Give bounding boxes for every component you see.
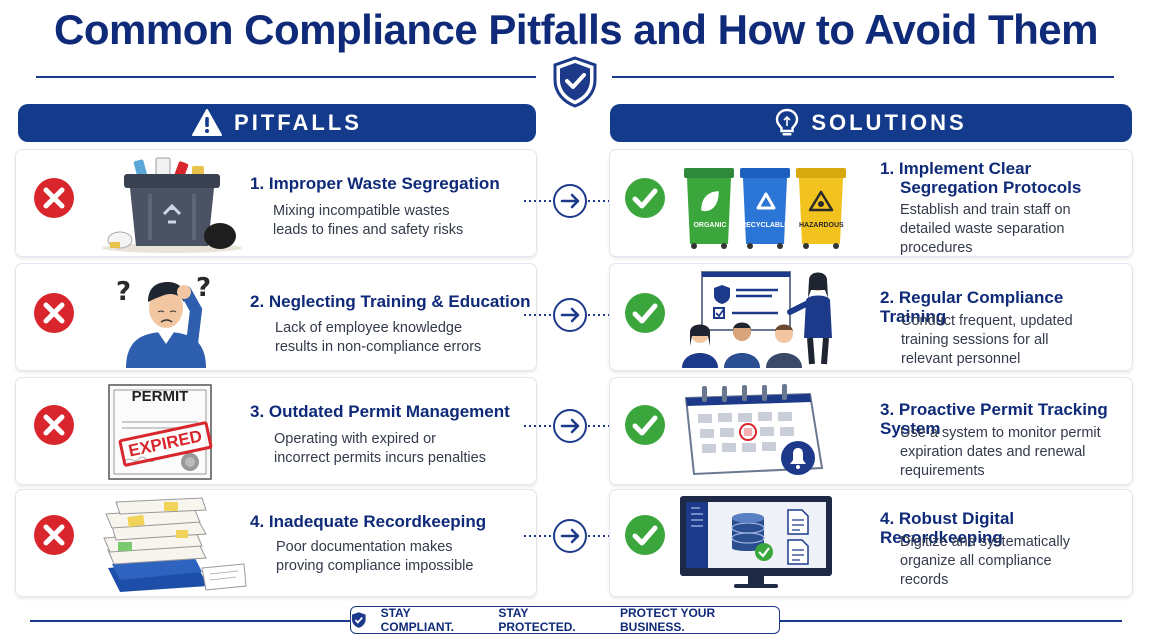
- shield-check-icon: [553, 56, 597, 108]
- solution-2-desc-line-3: relevant personnel: [901, 351, 1021, 367]
- solution-3-title: 3. Proactive Permit Tracking System: [880, 400, 1108, 438]
- pitfall-3-title: 3. Outdated Permit Management: [250, 402, 510, 421]
- confused-employee-illustration: ? ?: [116, 273, 211, 368]
- pitfall-2-title: 2. Neglecting Training & Education: [250, 292, 531, 311]
- solution-card-4: 4. Robust Digital Recordkeeping Digitize…: [610, 490, 1132, 596]
- solution-2-desc-line-1: Conduct frequent, updated: [901, 313, 1073, 329]
- solution-1-desc-line-3: procedures: [900, 240, 973, 256]
- pitfall-4-desc: Poor documentation makes proving complia…: [276, 538, 473, 576]
- solution-4-desc-line-3: records: [900, 572, 949, 588]
- title-divider-right: [612, 76, 1114, 78]
- check-circle-icon: [625, 405, 665, 445]
- x-circle-icon: [34, 178, 74, 218]
- solutions-header-label: SOLUTIONS: [811, 110, 967, 135]
- recycling-bins-graphic: [684, 168, 846, 249]
- check-circle-icon: [625, 515, 665, 555]
- pitfall-2-desc-line-2: results in non-compliance errors: [275, 339, 482, 355]
- x-circle-icon: [34, 293, 74, 333]
- svg-text:?: ?: [196, 273, 211, 303]
- solution-3-desc-line-3: requirements: [900, 463, 985, 479]
- arrow-right-icon: [524, 298, 616, 332]
- solution-4-desc-line-2: organize all compliance: [900, 553, 1052, 569]
- solution-2-title: 2. Regular Compliance Training: [880, 288, 1064, 326]
- footer-text-3: PROTECT YOUR BUSINESS.: [620, 606, 716, 634]
- shield-check-icon: [351, 612, 366, 628]
- pitfall-3-desc-line-1: Operating with expired or: [274, 431, 436, 447]
- page-title: Common Compliance Pitfalls and How to Av…: [54, 6, 1098, 53]
- solution-1-title: 1. Implement Clear Segregation Protocols: [880, 159, 1081, 197]
- solution-3-desc: Use a system to monitor permit expiratio…: [900, 424, 1101, 481]
- solution-1-desc-line-2: detailed waste separation: [900, 221, 1065, 237]
- expired-permit-document: PERMIT EXPIRED: [108, 384, 213, 480]
- bin-label-organic: ORGANIC: [693, 222, 727, 229]
- solution-card-3: 3. Proactive Permit Tracking System Use …: [610, 378, 1132, 484]
- solution-1-title-line-1: 1. Implement Clear: [880, 159, 1032, 178]
- footer-divider-left: [30, 620, 350, 622]
- solution-1-desc: Establish and train staff on detailed wa…: [900, 201, 1071, 258]
- solution-1-desc-line-1: Establish and train staff on: [900, 202, 1071, 218]
- pitfall-4-title: 4. Inadequate Recordkeeping: [250, 512, 487, 531]
- title-divider-left: [36, 76, 536, 78]
- overflowing-trash-bin-illustration: [102, 157, 242, 253]
- bin-label-recyclable: RECYCLABLE: [741, 222, 789, 229]
- svg-text:?: ?: [116, 277, 131, 307]
- pitfalls-header-label: PITFALLS: [234, 110, 362, 135]
- solutions-header: SOLUTIONS: [610, 104, 1132, 142]
- footer-text-1: STAY COMPLIANT.: [380, 606, 454, 634]
- pitfall-card-1: 1. Improper Waste Segregation Mixing inc…: [16, 150, 536, 256]
- solution-3-desc-line-1: Use a system to monitor permit: [900, 425, 1101, 441]
- arrow-right-icon: [524, 409, 616, 443]
- pitfall-card-2: ? ? 2. Neglecting Training & Education L…: [16, 264, 536, 370]
- bin-label-hazardous: HAZARDOUS: [799, 222, 844, 229]
- sorted-recycling-bins: ORGANIC RECYCLABLE HAZARDOUS: [682, 164, 850, 250]
- solution-4-desc-line-1: Digitize and systematically: [900, 534, 1071, 550]
- solution-2-desc: Conduct frequent, updated training sessi…: [901, 312, 1073, 369]
- solution-card-1: ORGANIC RECYCLABLE HAZARDOUS 1. Implemen…: [610, 150, 1132, 256]
- computer-database-icon: [680, 496, 832, 588]
- pitfall-1-desc-line-1: Mixing incompatible wastes: [273, 203, 450, 219]
- solution-3-desc-line-2: expiration dates and renewal: [900, 444, 1086, 460]
- x-circle-icon: [34, 515, 74, 555]
- pitfall-card-4: 4. Inadequate Recordkeeping Poor documen…: [16, 490, 536, 596]
- solution-card-2: 2. Regular Compliance Training Conduct f…: [610, 264, 1132, 370]
- solution-2-desc-line-2: training sessions for all: [901, 332, 1049, 348]
- permit-heading: PERMIT: [131, 388, 189, 405]
- warning-icon: [192, 109, 223, 136]
- footer-text-2: STAY PROTECTED.: [498, 606, 576, 634]
- solution-1-title-line-2: Segregation Protocols: [900, 178, 1082, 197]
- arrow-right-icon: [524, 184, 616, 218]
- arrow-right-icon: [524, 519, 616, 553]
- check-circle-icon: [625, 293, 665, 333]
- messy-paper-pile-illustration: [103, 497, 247, 592]
- solution-4-desc: Digitize and systematically organize all…: [900, 533, 1070, 590]
- pitfalls-header: PITFALLS: [18, 104, 536, 142]
- pitfall-2-desc-line-1: Lack of employee knowledge: [275, 320, 463, 336]
- calendar-bell-icon: [684, 384, 824, 476]
- training-session-illustration: [682, 271, 832, 368]
- pitfall-1-desc: Mixing incompatible wastes leads to fine…: [273, 202, 463, 240]
- footer-tagline: STAY COMPLIANT. STAY PROTECTED. PROTECT …: [350, 606, 780, 634]
- pitfall-3-desc: Operating with expired or incorrect perm…: [274, 430, 486, 468]
- solution-4-title: 4. Robust Digital Recordkeeping: [880, 509, 1015, 547]
- footer-divider-right: [780, 620, 1122, 622]
- x-circle-icon: [34, 405, 74, 445]
- pitfall-4-desc-line-1: Poor documentation makes: [276, 539, 453, 555]
- pitfall-card-3: PERMIT EXPIRED 3. Outdated Permit Manage…: [16, 378, 536, 484]
- lightbulb-icon: [776, 108, 799, 136]
- check-circle-icon: [625, 178, 665, 218]
- pitfall-1-title: 1. Improper Waste Segregation: [250, 174, 500, 193]
- pitfall-3-desc-line-2: incorrect permits incurs penalties: [274, 450, 486, 466]
- pitfall-2-desc: Lack of employee knowledge results in no…: [275, 319, 481, 357]
- pitfall-1-desc-line-2: leads to fines and safety risks: [273, 222, 464, 238]
- pitfall-4-desc-line-2: proving compliance impossible: [276, 558, 474, 574]
